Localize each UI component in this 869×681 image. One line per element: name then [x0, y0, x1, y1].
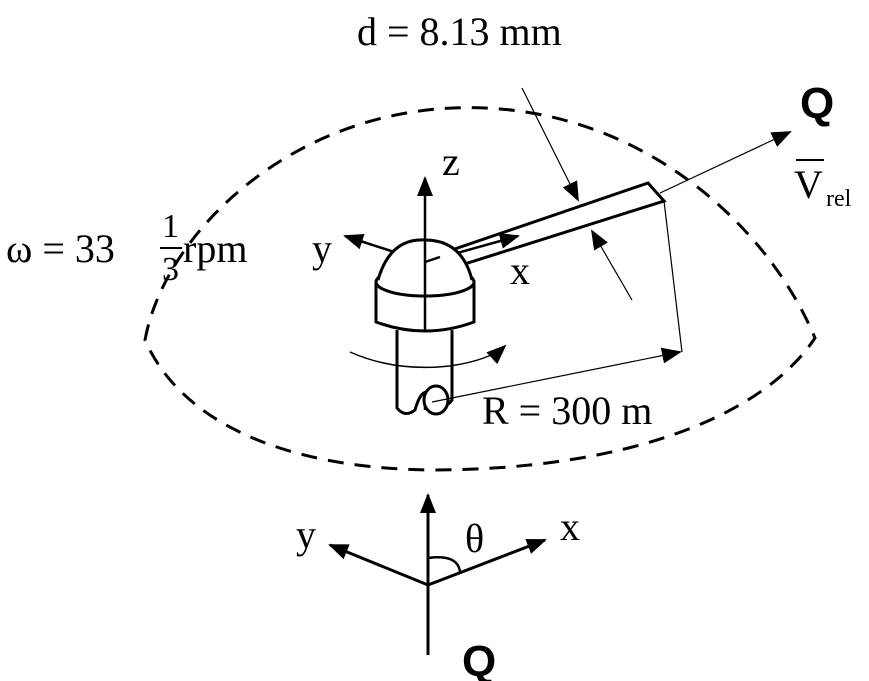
- omega-unit: rpm: [183, 226, 247, 271]
- flow-top-label: Q: [800, 79, 834, 128]
- omega-numerator: 1: [162, 208, 179, 245]
- sprinkler-shaft: [395, 330, 454, 416]
- omega-label: ω = 33: [6, 226, 115, 271]
- y-axis-label-bottom: y: [296, 512, 316, 557]
- rotation-path-dashed: [143, 106, 817, 472]
- arm-root: [424, 255, 441, 264]
- y-axis-bottom: [328, 543, 429, 587]
- z-axis-label: z: [442, 139, 460, 184]
- diameter-leader-2: [590, 229, 633, 301]
- theta-label: θ: [465, 516, 484, 561]
- x-axis-label-bottom: x: [560, 504, 580, 549]
- x-axis-label-top: x: [510, 248, 530, 293]
- vrel-subscript: rel: [826, 186, 852, 212]
- vrel-arrow: [659, 131, 792, 194]
- radius-line-vertical: [663, 200, 683, 353]
- flow-bottom-label: Q: [462, 637, 496, 681]
- y-axis-label-top: y: [312, 226, 332, 271]
- theta-arc: [427, 556, 462, 573]
- sprinkler-arm: [437, 181, 667, 270]
- x-axis-bottom: [427, 538, 547, 587]
- rotation-arrow: [349, 344, 507, 369]
- vrel-label: V: [794, 162, 823, 207]
- diameter-label: d = 8.13 mm: [357, 9, 562, 54]
- radius-line: [431, 347, 682, 403]
- diameter-leader-1: [521, 87, 579, 202]
- radius-label: R = 300 m: [482, 388, 652, 433]
- omega-denominator: 3: [162, 251, 179, 288]
